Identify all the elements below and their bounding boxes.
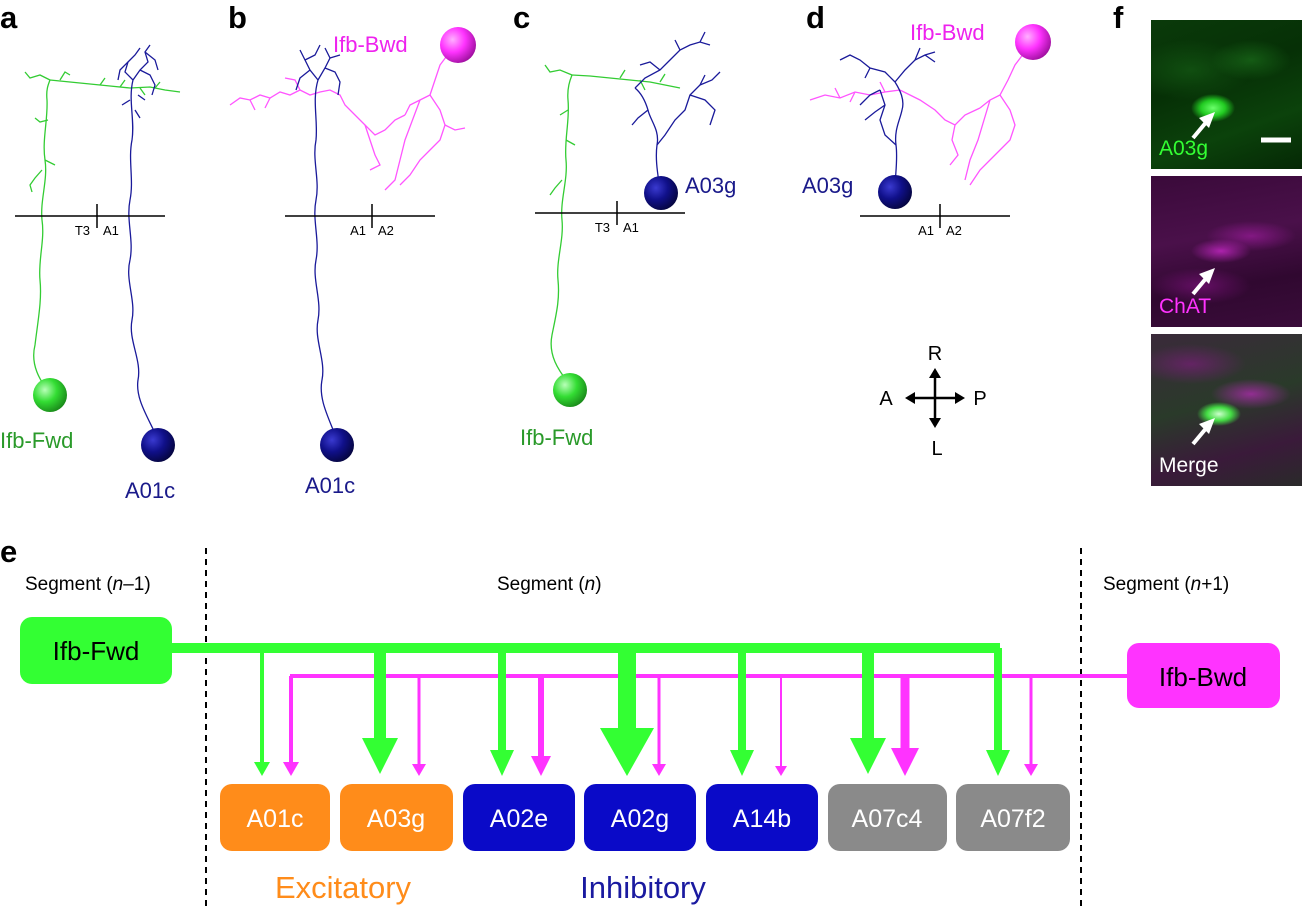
- inhibitory-legend: Inhibitory: [580, 870, 706, 905]
- target-box-a07c4: [828, 784, 947, 851]
- target-boxes: A01c A03g A02e A02g A14b A07c4 A07f2: [220, 784, 1070, 851]
- excitatory-legend: Excitatory: [275, 870, 412, 905]
- ifb-fwd-soma: [33, 378, 67, 412]
- target-box-a02e: [463, 784, 575, 851]
- micrograph-label-merge: Merge: [1159, 454, 1219, 477]
- a01c-label-b: A01c: [305, 473, 355, 498]
- a01c-soma: [141, 428, 175, 462]
- a01c-soma-b: [320, 428, 354, 462]
- arrow-icon: [1191, 112, 1291, 143]
- panel-d: A1 A2 Ifb-Bwd A03g: [802, 20, 1051, 238]
- segment-left-label: Segment (n–1): [25, 574, 151, 595]
- ifb-bwd-label-d: Ifb-Bwd: [910, 20, 985, 45]
- a01c-label: A01c: [125, 478, 175, 503]
- panel-a: T3 A1 Ifb-Fwd A01c: [0, 44, 181, 503]
- target-label-a02e: A02e: [490, 805, 548, 833]
- target-box-a03g: [340, 784, 453, 851]
- seg-label-c-t3: T3: [595, 220, 610, 235]
- axis-l-label: L: [931, 438, 942, 460]
- bwd-arrows: [283, 676, 1038, 776]
- ifb-bwd-soma: [440, 27, 476, 63]
- a03g-trace-d: [839, 47, 936, 191]
- ifb-bwd-trace-d: [809, 44, 1031, 186]
- target-label-a03g: A03g: [367, 805, 425, 833]
- ifb-fwd-label: Ifb-Fwd: [0, 428, 73, 453]
- seg-label-d-a1: A1: [918, 223, 934, 238]
- target-box-a07f2: [956, 784, 1070, 851]
- a03g-label-d: A03g: [802, 173, 853, 198]
- seg-label-b-a1: A1: [350, 223, 366, 238]
- ifb-fwd-label-c: Ifb-Fwd: [520, 425, 593, 450]
- seg-label-d-a2: A2: [946, 223, 962, 238]
- arrow-icon: [1191, 418, 1215, 446]
- ifb-fwd-soma-c: [553, 373, 587, 407]
- micrograph-label-a03g: A03g: [1159, 137, 1209, 160]
- target-label-a02g: A02g: [611, 805, 669, 833]
- panel-letter-f: f: [1113, 0, 1124, 35]
- panel-letter-e: e: [0, 534, 18, 569]
- a03g-trace-c: [631, 31, 721, 191]
- target-box-a01c: [220, 784, 330, 851]
- a03g-soma-d: [878, 175, 912, 209]
- panel-letter-c: c: [513, 0, 531, 35]
- panel-letter-d: d: [806, 0, 825, 35]
- target-label-a14b: A14b: [733, 805, 791, 833]
- axes-compass: [905, 368, 965, 428]
- a01c-trace: [117, 44, 159, 441]
- ifb-bwd-box: Ifb-Bwd: [1127, 643, 1280, 708]
- arrow-icon: [1191, 268, 1215, 296]
- micrograph-merge: Merge: [1151, 334, 1302, 486]
- target-label-a07f2: A07f2: [980, 805, 1045, 833]
- axis-a-label: A: [879, 388, 893, 410]
- target-box-a14b: [706, 784, 818, 851]
- target-label-a01c: A01c: [247, 805, 304, 833]
- segment-mid-label: Segment (n): [497, 574, 602, 595]
- a03g-soma-c: [644, 176, 678, 210]
- ifb-bwd-soma-d: [1015, 24, 1051, 60]
- panel-c: T3 A1 Ifb-Fwd A03g: [520, 31, 736, 450]
- seg-label-a1: A1: [103, 223, 119, 238]
- ifb-fwd-trace-c: [544, 64, 681, 386]
- panel-letter-b: b: [228, 0, 247, 35]
- a01c-trace-b: [295, 44, 341, 441]
- ifb-fwd-trace: [24, 71, 181, 396]
- ifb-fwd-box-label: Ifb-Fwd: [53, 636, 140, 666]
- micrograph-a03g: A03g: [1151, 20, 1302, 169]
- target-label-a07c4: A07c4: [852, 805, 923, 833]
- seg-label-t3: T3: [75, 223, 90, 238]
- panel-e: Segment (n–1) Segment (n) Segment (n+1): [20, 548, 1280, 910]
- a03g-label-c: A03g: [685, 173, 736, 198]
- segment-right-label: Segment (n+1): [1103, 574, 1229, 595]
- micrograph-chat: ChAT: [1151, 176, 1302, 327]
- ifb-fwd-box: Ifb-Fwd: [20, 617, 172, 684]
- axis-r-label: R: [928, 343, 942, 365]
- axis-p-label: P: [973, 388, 986, 410]
- ifb-bwd-box-label: Ifb-Bwd: [1159, 662, 1247, 692]
- fwd-arrows: [254, 648, 1010, 776]
- panel-b: A1 A2 Ifb-Bwd A01c: [229, 27, 476, 498]
- micrograph-label-chat: ChAT: [1159, 295, 1212, 318]
- ifb-bwd-label: Ifb-Bwd: [333, 32, 408, 57]
- panel-letter-a: a: [0, 0, 18, 35]
- ifb-bwd-trace: [229, 44, 466, 191]
- seg-label-b-a2: A2: [378, 223, 394, 238]
- target-box-a02g: [584, 784, 696, 851]
- seg-label-c-a1: A1: [623, 220, 639, 235]
